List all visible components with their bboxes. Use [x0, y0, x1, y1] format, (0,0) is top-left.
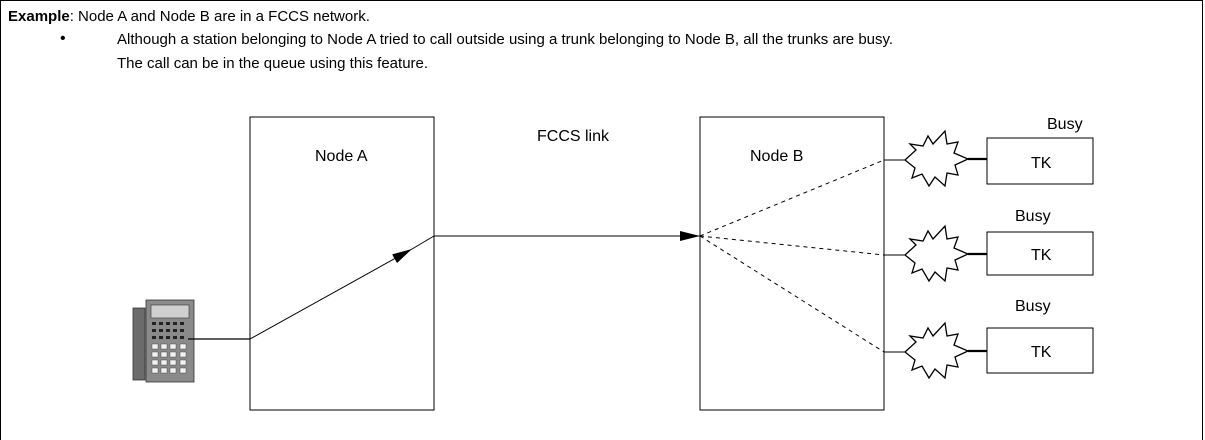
trunk-box: [986, 327, 1094, 374]
example-label: Example: [8, 8, 70, 25]
trunk-status: Busy: [1015, 208, 1051, 225]
trunk-group-3: TK Busy: [884, 298, 1094, 380]
network-diagram: Node A Node B FCCS link T: [132, 116, 1094, 411]
node-b-box: [699, 116, 885, 411]
example-line: Example: Node A and Node B are in a FCCS…: [8, 8, 370, 25]
trunk-line-2: [699, 235, 885, 256]
trunk-group-1: TK Busy: [884, 116, 1094, 188]
trunk-label: TK: [1031, 155, 1052, 172]
example-text: : Node A and Node B are in a FCCS networ…: [69, 8, 370, 25]
trunk-box: [986, 137, 1094, 185]
busy-burst-icon: [903, 224, 970, 283]
call-path-segment: [411, 235, 435, 250]
node-a-label: Node A: [315, 148, 368, 165]
trunk-line-1: [699, 159, 885, 237]
fccs-link-label: FCCS link: [537, 128, 610, 145]
trunk-line-3: [699, 235, 885, 353]
node-b-label: Node B: [750, 148, 803, 165]
busy-burst-icon: [903, 129, 970, 188]
trunk-status: Busy: [1047, 116, 1083, 133]
trunk-box: [986, 231, 1094, 276]
trunk-status: Busy: [1015, 298, 1051, 315]
phone-icon: [132, 299, 195, 383]
call-path-arrow: [249, 248, 413, 340]
trunk-label: TK: [1031, 247, 1052, 264]
bullet-text-line1: Although a station belonging to Node A t…: [117, 31, 894, 48]
trunk-label: TK: [1031, 344, 1052, 361]
bullet-text-line2: The call can be in the queue using this …: [117, 55, 429, 72]
bullet-marker: •: [60, 30, 66, 47]
node-a-box: [249, 116, 435, 411]
trunk-group-2: TK Busy: [884, 208, 1094, 283]
busy-burst-icon: [903, 321, 970, 380]
